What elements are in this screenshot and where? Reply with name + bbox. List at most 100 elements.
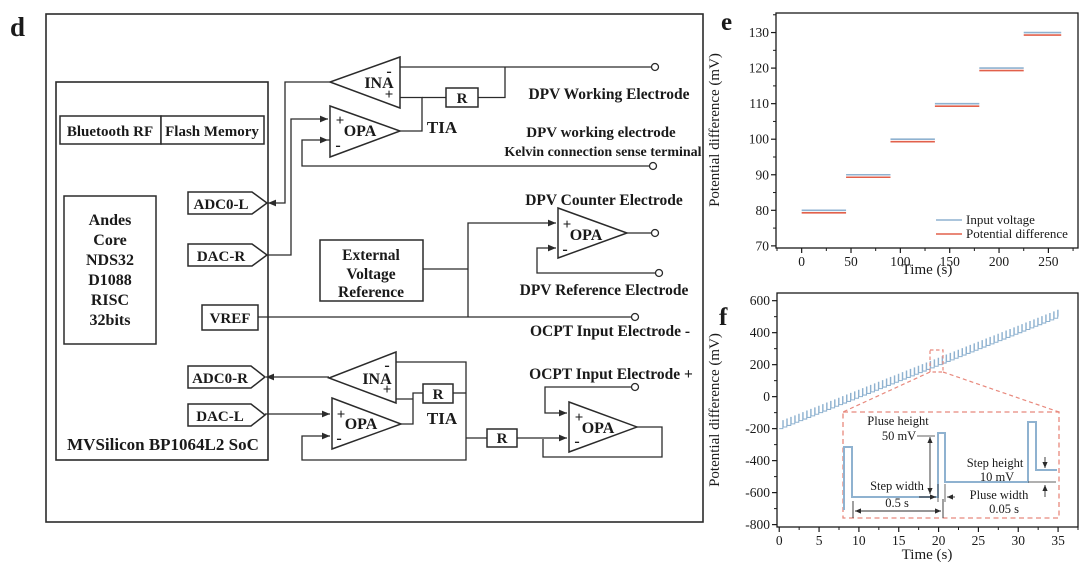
e-x-axis-title: Time (s) <box>902 262 953 278</box>
port-adc0l-label: ADC0-L <box>194 197 249 213</box>
y-tick-label: 100 <box>749 132 770 147</box>
y-tick-label: 110 <box>749 96 769 111</box>
y-tick-label: 0 <box>763 389 770 404</box>
annotation-pulse-height-value: 50 mV <box>882 429 916 443</box>
inset-waveform <box>843 421 1057 510</box>
panel-d-border <box>45 13 704 523</box>
x-tick-label: 50 <box>844 254 858 269</box>
x-tick-label: 5 <box>816 533 823 548</box>
terminal-ocpt-plus <box>630 382 640 392</box>
flash-label: Flash Memory <box>165 124 259 140</box>
e-series <box>801 31 1062 214</box>
y-tick-label: -600 <box>745 485 770 500</box>
port-dacr <box>187 243 269 267</box>
x-tick-label: 0 <box>776 533 783 548</box>
dpv-sense-label-2: Kelvin connection sense terminal <box>504 145 701 160</box>
terminal-ocpt-minus <box>630 312 640 322</box>
legend-label: Input voltage <box>966 212 1035 227</box>
opa1-plus: + <box>336 113 345 129</box>
y-tick-label: -400 <box>745 453 770 468</box>
soc-box <box>55 81 269 461</box>
ina2-minus: - <box>384 357 389 374</box>
terminal-kelvin-sense <box>648 161 658 171</box>
core-line-2: Core <box>93 232 126 249</box>
port-dacl-label: DAC-L <box>196 409 244 425</box>
x-tick-label: 0 <box>798 254 805 269</box>
terminal-circles <box>630 62 664 392</box>
ina2-plus: + <box>383 382 392 398</box>
dpv-working-label: DPV Working Electrode <box>528 86 689 103</box>
annotation-step-width-value: 0.5 s <box>885 496 909 510</box>
flash-box <box>160 115 265 145</box>
diagram-arrowheads <box>266 115 567 442</box>
opa2-label: OPA <box>345 416 378 433</box>
ina1-triangle <box>327 55 401 110</box>
dpv-sense-label-1: DPV working electrode <box>526 125 676 141</box>
ina1-plus: + <box>385 87 394 103</box>
opa2-triangle <box>331 396 404 451</box>
panel-e-label: e <box>721 9 732 36</box>
ina2-label: INA <box>362 371 392 388</box>
diagram-text: Bluetooth RF Flash Memory Andes Core NDS… <box>67 63 615 454</box>
f-waveform <box>779 309 1059 430</box>
r3-box <box>422 383 454 404</box>
port-adc0l <box>187 191 269 215</box>
terminal-dpv-working <box>650 62 660 72</box>
opa2-minus: - <box>336 430 341 447</box>
tia2-label: TIA <box>427 409 458 428</box>
port-vref <box>201 304 259 331</box>
f-x-axis-title: Time (s) <box>902 547 953 563</box>
chart-f: f Potential difference (mV) Time (s) 0 5 1… <box>707 292 1079 563</box>
f-inset <box>842 349 1060 519</box>
x-tick-label: 10 <box>852 533 866 548</box>
x-tick-label: 30 <box>1011 533 1025 548</box>
ocpt-plus-label: OCPT Input Electrode + <box>529 366 693 383</box>
opa3-triangle <box>568 400 640 454</box>
evr-line-2: Voltage <box>346 266 395 283</box>
f-y-axis-title: Potential difference (mV) <box>707 333 723 487</box>
port-adc0r-label: ADC0-R <box>192 371 248 387</box>
ocpt-minus-label: OCPT Input Electrode - <box>530 323 690 340</box>
y-tick-label: -800 <box>745 517 770 532</box>
opa1-triangle <box>329 104 403 159</box>
opa1-label: OPA <box>344 123 377 140</box>
x-tick-label: 150 <box>940 254 961 269</box>
opa3-minus: - <box>574 433 579 450</box>
y-tick-label: 80 <box>756 203 770 218</box>
terminal-dpv-reference <box>654 268 664 278</box>
tia1-label: TIA <box>427 118 458 137</box>
diagram-wires <box>258 66 663 461</box>
opa-counter-triangle <box>557 206 630 260</box>
panel-d-label: d <box>10 12 25 42</box>
zoom-region-box <box>929 349 944 373</box>
core-line-4: D1088 <box>88 272 132 289</box>
y-tick-label: 70 <box>756 238 770 253</box>
dpv-reference-label: DPV Reference Electrode <box>520 282 689 299</box>
opa1-minus: - <box>335 137 340 154</box>
x-tick-label: 20 <box>932 533 946 548</box>
annotation-pulse-width: Pluse width <box>970 488 1029 502</box>
y-tick-label: 130 <box>749 25 770 40</box>
r1-label: R <box>457 91 468 107</box>
electrode-labels: DPV Working Electrode DPV working electr… <box>504 86 701 383</box>
legend-label: Potential difference <box>966 226 1068 241</box>
terminal-dpv-counter <box>650 228 660 238</box>
r3-label: R <box>433 387 444 403</box>
soc-title: MVSilicon BP1064L2 SoC <box>67 435 259 454</box>
evr-line-1: External <box>342 247 400 264</box>
annotation-step-width: Step width <box>870 479 925 493</box>
port-adc0r <box>187 365 267 389</box>
panel-f-label: f <box>719 304 728 331</box>
port-dacl <box>187 403 267 427</box>
r4-box <box>486 428 518 448</box>
opa-counter-plus: + <box>563 217 572 233</box>
core-line-3: NDS32 <box>86 252 134 269</box>
y-tick-label: 600 <box>750 293 771 308</box>
opa2-plus: + <box>337 407 346 423</box>
